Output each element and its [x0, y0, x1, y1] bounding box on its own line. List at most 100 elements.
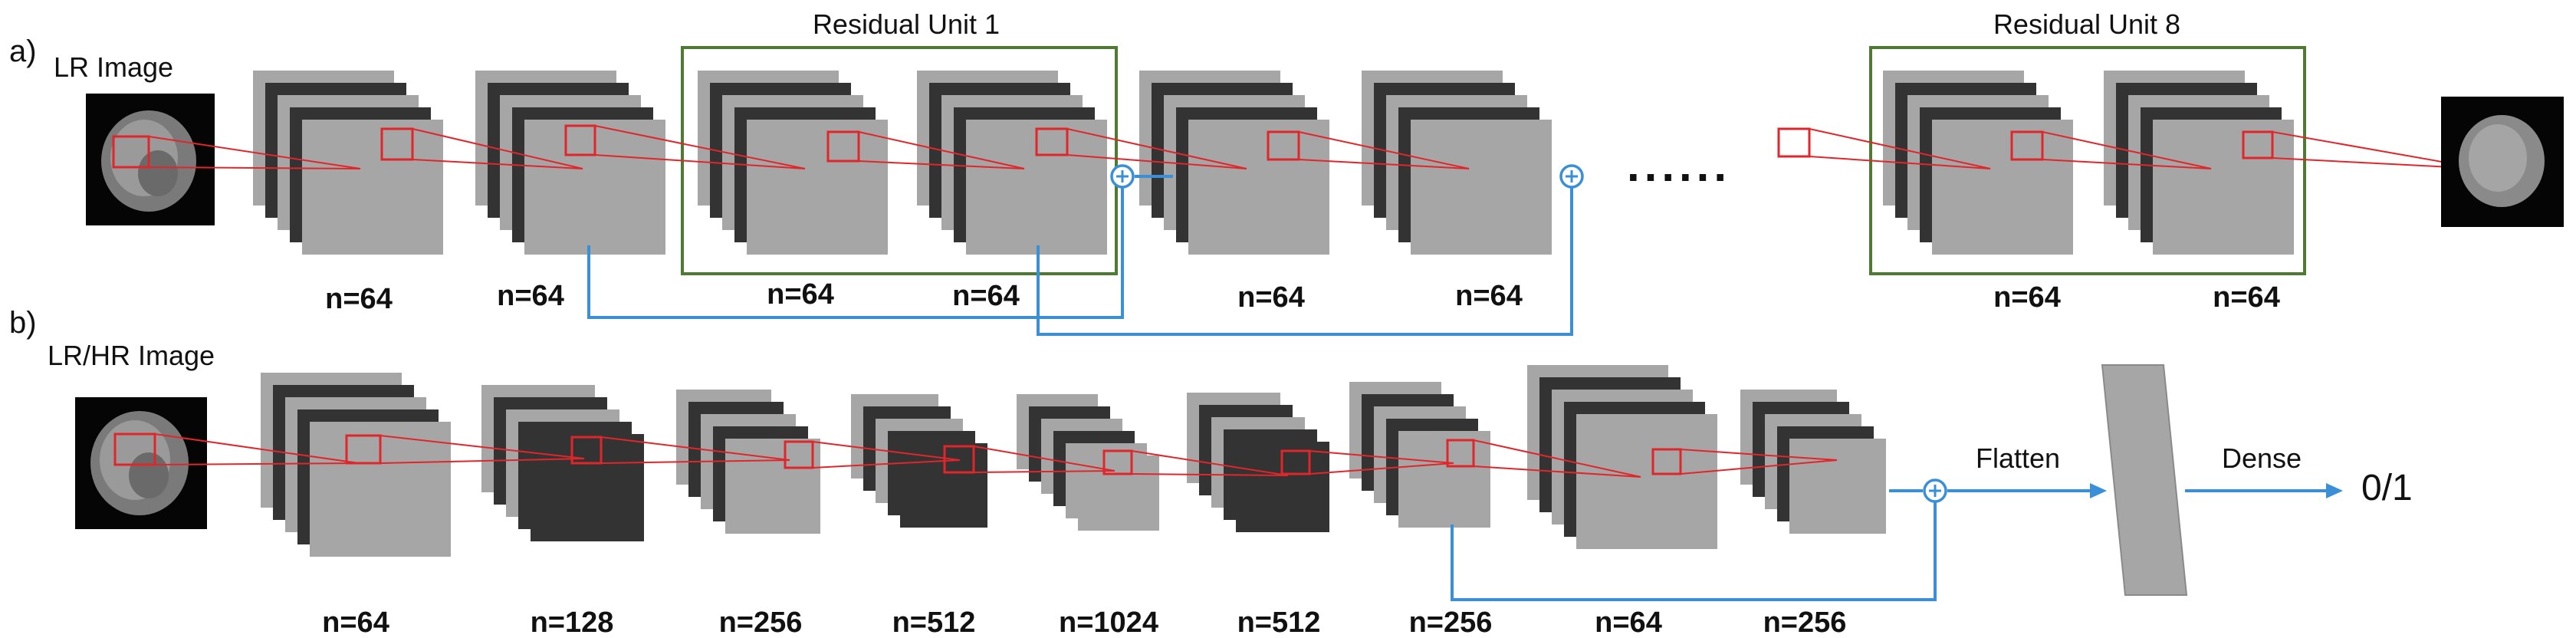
feature-stack-b-9 — [1740, 390, 1886, 534]
kernel-projection — [594, 154, 806, 169]
kernel-projection — [1473, 465, 1641, 478]
feature-stack-a-3 — [698, 71, 888, 255]
feature-stack-a-7 — [1883, 71, 2073, 255]
count-label-a-4: n=64 — [952, 280, 1020, 312]
conv-kernel — [564, 124, 806, 169]
feature-stack-b-2 — [481, 385, 644, 541]
conv-kernel — [1035, 127, 1247, 169]
kernel-window — [1035, 127, 1069, 156]
kernel-projection — [1131, 473, 1289, 476]
conv-kernel — [1280, 449, 1454, 475]
feature-map-front — [1576, 414, 1717, 549]
count-label-a-8: n=64 — [2213, 281, 2280, 314]
kernel-window — [564, 124, 596, 156]
kernel-window — [784, 440, 814, 469]
count-label-b-5: n=1024 — [1059, 607, 1158, 638]
flatten-label: Flatten — [1976, 442, 2060, 474]
conv-kernel — [112, 135, 361, 169]
feature-stack-b-4 — [851, 394, 987, 528]
kernel-projection — [2042, 159, 2212, 169]
count-label-a-1: n=64 — [325, 283, 393, 315]
panel-b-label: b) — [9, 306, 37, 340]
feature-stack-a-8 — [2104, 71, 2294, 255]
kernel-window — [2242, 130, 2274, 160]
feature-map-front — [302, 120, 443, 255]
conv-kernel — [826, 130, 1025, 169]
lr-hr-input-image — [75, 397, 207, 529]
kernel-projection — [812, 459, 961, 469]
count-label-b-6: n=512 — [1237, 607, 1321, 638]
conv-kernel — [2010, 130, 2212, 169]
conv-kernel — [345, 434, 585, 465]
panel-a-feature-maps — [253, 71, 2294, 255]
feature-map-front — [747, 120, 888, 255]
kernel-projection — [148, 166, 361, 169]
conv-kernel — [1651, 448, 1838, 475]
kernel-projection — [600, 459, 790, 464]
panel-a-skip-connections — [587, 175, 1573, 336]
kernel-window — [570, 436, 603, 465]
lr-input-image — [86, 94, 215, 225]
feature-stack-a-1 — [253, 71, 443, 255]
conv-kernel — [1267, 130, 1470, 169]
feature-stack-a-6 — [1362, 71, 1552, 255]
conv-kernel — [1446, 439, 1641, 478]
feature-stack-b-5 — [1017, 394, 1159, 531]
kernel-projection — [412, 159, 583, 169]
count-label-b-4: n=512 — [892, 607, 976, 638]
panel-b: b) LR/HR Image Flatten — [9, 306, 2413, 638]
lr-hr-image-title: LR/HR Image — [48, 340, 215, 371]
panel-a-ellipsis: ...... — [1627, 140, 1731, 191]
kernel-projection — [1066, 128, 1247, 169]
kernel-window — [1102, 449, 1133, 475]
kernel-projection — [1066, 154, 1247, 169]
feature-map-front — [2153, 120, 2294, 255]
residual-unit-8-title: Residual Unit 8 — [1993, 8, 2180, 40]
kernel-window — [2010, 130, 2044, 161]
kernel-projection — [2042, 131, 2212, 169]
kernel-window — [1280, 449, 1311, 475]
feature-stack-a-4 — [917, 71, 1107, 255]
panel-a-label: a) — [9, 35, 37, 68]
feature-stack-a-2 — [475, 71, 665, 255]
kernel-projection — [1680, 459, 1838, 475]
panel-a-kernels — [112, 124, 2482, 169]
count-label-b-1: n=64 — [322, 607, 389, 638]
kernel-projection — [154, 462, 360, 465]
count-label-a-3: n=64 — [767, 278, 834, 311]
feature-map-front — [531, 434, 644, 541]
kernel-projection — [1131, 450, 1289, 476]
flattened-vector — [2101, 364, 2188, 596]
count-label-b-3: n=256 — [719, 607, 803, 638]
count-label-b-8: n=64 — [1595, 607, 1662, 638]
kernel-window — [1777, 127, 1811, 158]
count-label-a-2: n=64 — [497, 280, 564, 312]
feature-stack-b-3 — [676, 390, 820, 534]
count-label-a-6: n=64 — [1455, 280, 1523, 312]
kernel-window — [1267, 130, 1300, 161]
conv-kernel — [570, 436, 790, 465]
conv-kernel — [943, 445, 1116, 474]
panel-b-skip-connection — [1451, 489, 1937, 601]
feature-stack-b-8 — [1527, 365, 1717, 549]
kernel-projection — [600, 436, 790, 461]
kernel-projection — [1809, 156, 1991, 169]
kernel-projection — [1298, 159, 1470, 169]
kernel-projection — [1809, 128, 1991, 169]
discriminator-output: 0/1 — [2361, 468, 2413, 508]
count-label-b-9: n=256 — [1763, 607, 1847, 638]
panel-a: a) LR Image Residual Unit 1 Residual Uni… — [9, 8, 2564, 336]
conv-kernel — [113, 432, 360, 466]
kernel-projection — [812, 441, 961, 461]
kernel-projection — [380, 435, 585, 459]
feature-map-front — [1411, 120, 1552, 255]
kernel-window — [1651, 448, 1682, 475]
kernel-projection — [1298, 131, 1470, 169]
add-node-a1 — [1110, 164, 1135, 189]
feature-map-front — [1398, 431, 1490, 528]
dense-arrow — [2185, 483, 2343, 498]
kernel-window — [112, 135, 150, 169]
count-label-b-7: n=256 — [1409, 607, 1493, 638]
